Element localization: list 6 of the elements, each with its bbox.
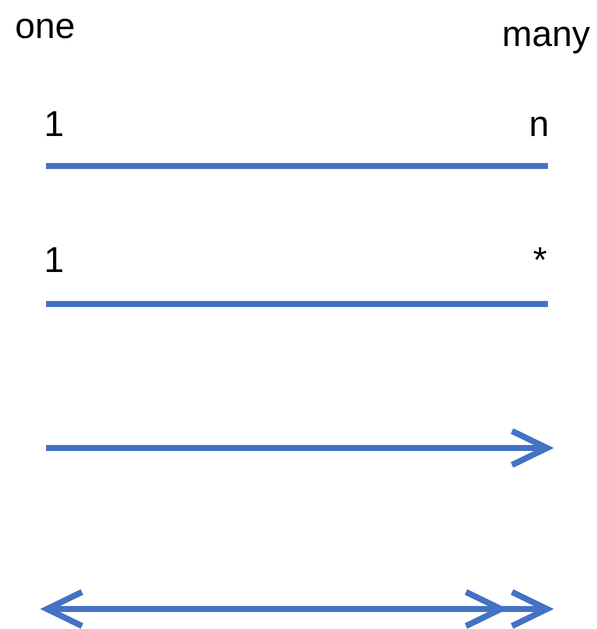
multiplicity-label: n xyxy=(528,106,549,142)
role-label: one xyxy=(15,8,76,44)
multiplicity-label: 1 xyxy=(44,106,64,142)
multiplicity-label: 1 xyxy=(44,242,64,278)
role-label: many xyxy=(502,16,590,52)
multiplicity-label: * xyxy=(532,242,547,278)
